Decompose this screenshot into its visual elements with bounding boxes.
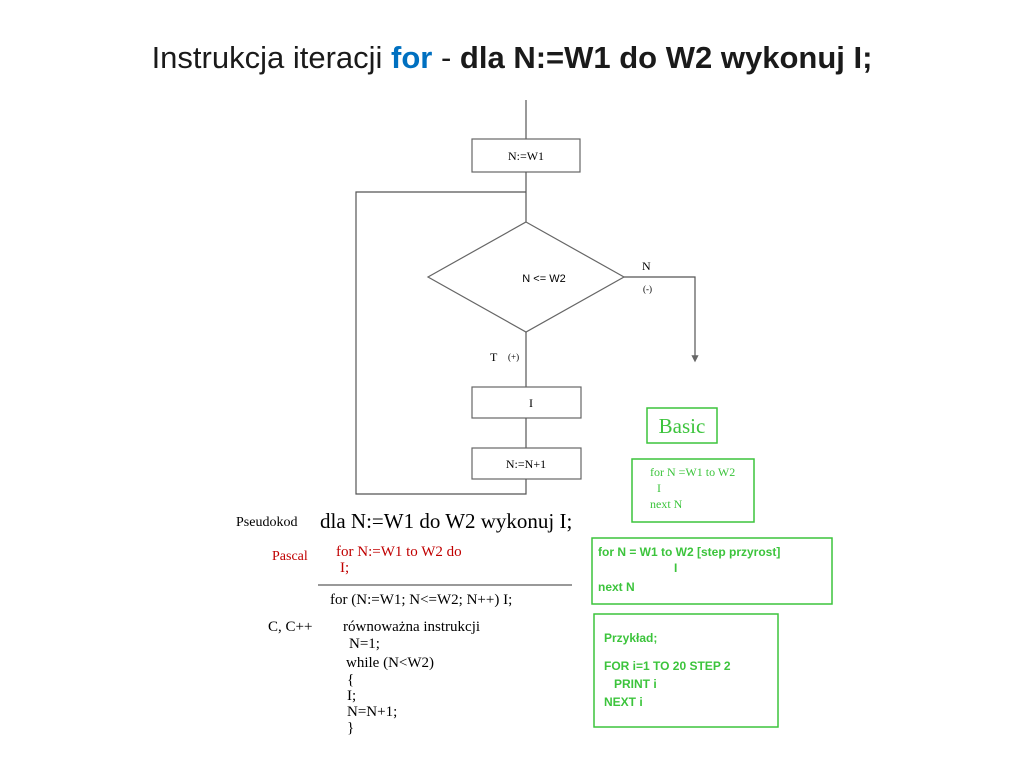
basic-box-1 [631, 458, 755, 523]
c-equivalent-label: równoważna instrukcji [343, 619, 480, 635]
title-keyword-for: for [391, 40, 433, 75]
c-code-line-5: N=N+1; [347, 704, 397, 720]
basic-box2-line-2: I [674, 561, 677, 575]
basic-title-box [646, 407, 718, 444]
basic-box-2 [591, 537, 833, 605]
c-label: C, C++ [268, 619, 312, 635]
init-box-label: N:=W1 [508, 149, 544, 163]
decision-label: N <= W2 [522, 273, 565, 285]
init-box [471, 138, 581, 173]
basic-example-line-4: NEXT i [604, 695, 643, 709]
pseudocode-text: dla N:=W1 do W2 wykonuj I; [320, 509, 572, 533]
no-branch-line [624, 276, 699, 363]
no-branch-sign: (-) [643, 284, 652, 294]
yes-branch-label: T [490, 350, 498, 364]
basic-box1-line-1: for N =W1 to W2 [650, 465, 735, 479]
basic-box1-line-3: next N [650, 497, 683, 511]
title-bold-statement: dla N:=W1 do W2 wykonuj I; [459, 40, 873, 75]
pascal-label: Pascal [272, 549, 308, 564]
basic-example-line-1: Przykład; [604, 631, 657, 645]
pseudocode-label: Pseudokod [236, 515, 297, 530]
yes-branch-sign: (+) [508, 352, 519, 362]
c-code-line-4: I; [347, 688, 356, 704]
pascal-line-1: for N:=W1 to W2 do [336, 544, 462, 560]
c-for-line: for (N:=W1; N<=W2; N++) I; [330, 592, 512, 608]
c-code-line-6: } [347, 720, 354, 736]
title-separator: - [432, 40, 460, 75]
pascal-line-2: I; [340, 560, 349, 576]
no-branch-label: N [642, 259, 651, 273]
basic-box2-line-3: next N [598, 580, 635, 594]
basic-example-line-2: FOR i=1 TO 20 STEP 2 [604, 659, 731, 673]
basic-box2-line-1: for N = W1 to W2 [step przyrost] [598, 545, 780, 559]
c-code-line-1: N=1; [349, 636, 380, 652]
increment-box-label: N:=N+1 [506, 457, 546, 471]
c-code-line-2: while (N<W2) [346, 655, 434, 671]
basic-example-box [593, 613, 779, 728]
body-box [471, 386, 582, 419]
c-code-line-3: { [347, 672, 354, 688]
title-text: Instrukcja iteracji [151, 40, 392, 75]
loop-back-line [355, 191, 527, 495]
slide-title: Instrukcja iteracji for - dla N:=W1 do W… [0, 40, 1024, 76]
basic-box1-line-2: I [657, 481, 661, 495]
basic-example-line-3: PRINT i [614, 677, 657, 691]
basic-title: Basic [659, 414, 706, 438]
body-box-label: I [529, 396, 533, 410]
